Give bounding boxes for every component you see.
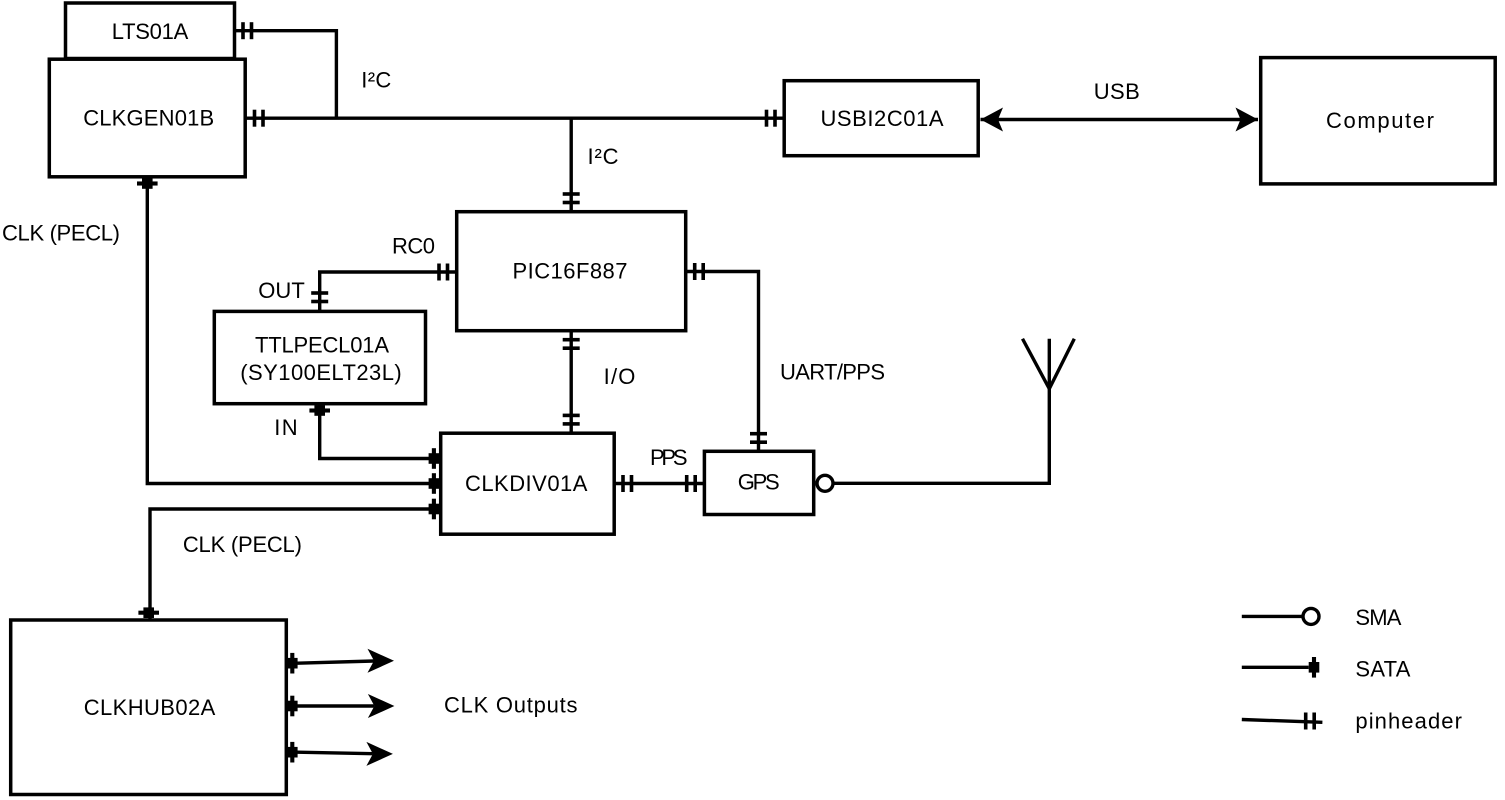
svg-text:Computer: Computer (1326, 108, 1434, 133)
svg-text:IN: IN (274, 415, 297, 440)
svg-text:(SY100ELT23L): (SY100ELT23L) (240, 360, 402, 385)
svg-text:PIC16F887: PIC16F887 (513, 259, 628, 284)
svg-text:pinheader: pinheader (1355, 709, 1462, 734)
svg-text:USBI2C01A: USBI2C01A (821, 106, 944, 131)
svg-text:CLKHUB02A: CLKHUB02A (84, 695, 216, 720)
svg-text:UART/PPS: UART/PPS (780, 360, 885, 385)
svg-text:GPS: GPS (738, 470, 780, 495)
svg-text:I/O: I/O (604, 364, 636, 389)
svg-text:I²C: I²C (361, 68, 391, 93)
svg-text:OUT: OUT (258, 278, 305, 303)
svg-text:LTS01A: LTS01A (112, 19, 189, 44)
svg-text:PPS: PPS (650, 445, 688, 470)
svg-text:CLK (PECL): CLK (PECL) (2, 221, 120, 246)
svg-text:TTLPECL01A: TTLPECL01A (255, 333, 389, 358)
svg-text:SMA: SMA (1355, 605, 1401, 630)
svg-text:CLK Outputs: CLK Outputs (444, 693, 578, 718)
svg-text:SATA: SATA (1355, 657, 1410, 682)
svg-text:I²C: I²C (588, 144, 619, 169)
svg-text:RC0: RC0 (392, 233, 435, 258)
svg-text:CLKDIV01A: CLKDIV01A (465, 471, 588, 496)
svg-text:CLK (PECL): CLK (PECL) (183, 532, 302, 557)
svg-text:USB: USB (1094, 79, 1140, 104)
svg-text:CLKGEN01B: CLKGEN01B (83, 106, 214, 131)
